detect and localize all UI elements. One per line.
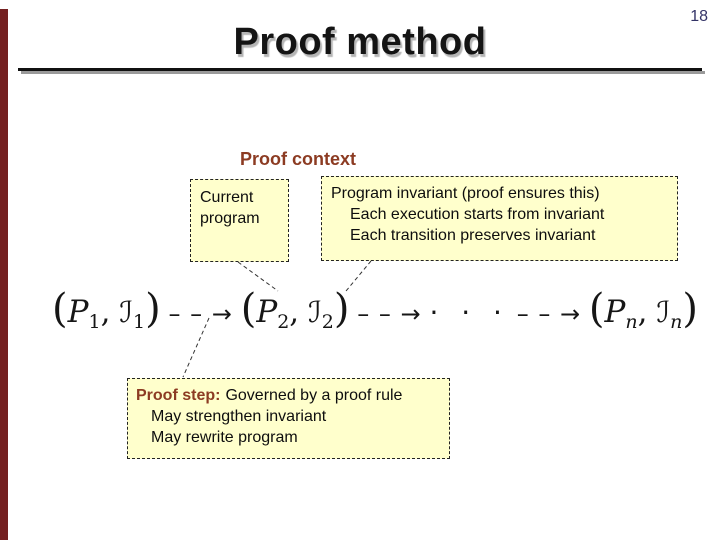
close-paren: ) xyxy=(333,286,350,332)
open-paren: ( xyxy=(240,286,257,332)
invariant-var: ℐ xyxy=(308,295,322,329)
dashed-arrow: – – → xyxy=(516,300,582,328)
invariant-box-line: Program invariant (proof ensures this) xyxy=(331,185,600,202)
proof-context-heading: Proof context xyxy=(240,149,357,169)
open-paren: ( xyxy=(588,286,605,332)
invariant-var: ℐ xyxy=(119,295,134,329)
title-underline xyxy=(18,68,702,71)
subscript: 2 xyxy=(277,311,290,333)
comma: , xyxy=(289,294,300,330)
subscript: n xyxy=(625,311,638,333)
close-paren: ) xyxy=(682,286,698,332)
invariant-box-line: Each execution starts from invariant xyxy=(350,206,605,223)
current-program-line: program xyxy=(200,210,260,227)
close-paren: ) xyxy=(145,286,161,332)
subscript: 1 xyxy=(133,311,146,333)
program-var: P xyxy=(67,294,89,330)
ellipsis-dots: · · · xyxy=(429,296,509,329)
proof-step-line: Proof step:Governed by a proof rule xyxy=(136,385,443,406)
program-invariant-box: Program invariant (proof ensures this) E… xyxy=(321,176,678,261)
open-paren: ( xyxy=(52,286,68,332)
program-var: P xyxy=(256,294,278,330)
proof-step-line: May rewrite program xyxy=(151,429,298,446)
invariant-var: ℐ xyxy=(656,295,671,329)
proof-step-box: Proof step:Governed by a proof rule May … xyxy=(127,378,450,459)
current-program-line: Current xyxy=(200,189,254,206)
formula-group-n: (Pn,ℐn) xyxy=(589,286,698,333)
comma: , xyxy=(637,294,648,330)
slide-title: Proof method xyxy=(233,21,487,63)
formula-group-2: (P2,ℐ2) xyxy=(241,286,350,333)
proof-step-line: May strengthen invariant xyxy=(151,408,327,425)
subscript: 1 xyxy=(88,311,101,333)
dashed-arrow: – – → xyxy=(357,300,422,328)
program-var: P xyxy=(604,294,626,330)
comma: , xyxy=(100,294,111,330)
page-number: 18 xyxy=(690,8,708,25)
proof-formula: (P1,ℐ1) – – → (P2,ℐ2) – – → · · · – – → … xyxy=(52,286,698,333)
current-program-box: Current program xyxy=(190,179,289,262)
proof-step-label: Proof step: xyxy=(136,387,221,404)
left-accent-bar xyxy=(0,9,8,540)
dashed-arrow: – – → xyxy=(168,300,233,328)
invariant-box-line: Each transition preserves invariant xyxy=(350,227,596,244)
proof-step-intro: Governed by a proof rule xyxy=(225,387,403,404)
subscript: 2 xyxy=(321,311,334,333)
subscript: n xyxy=(670,311,683,333)
formula-group-1: (P1,ℐ1) xyxy=(52,286,161,333)
